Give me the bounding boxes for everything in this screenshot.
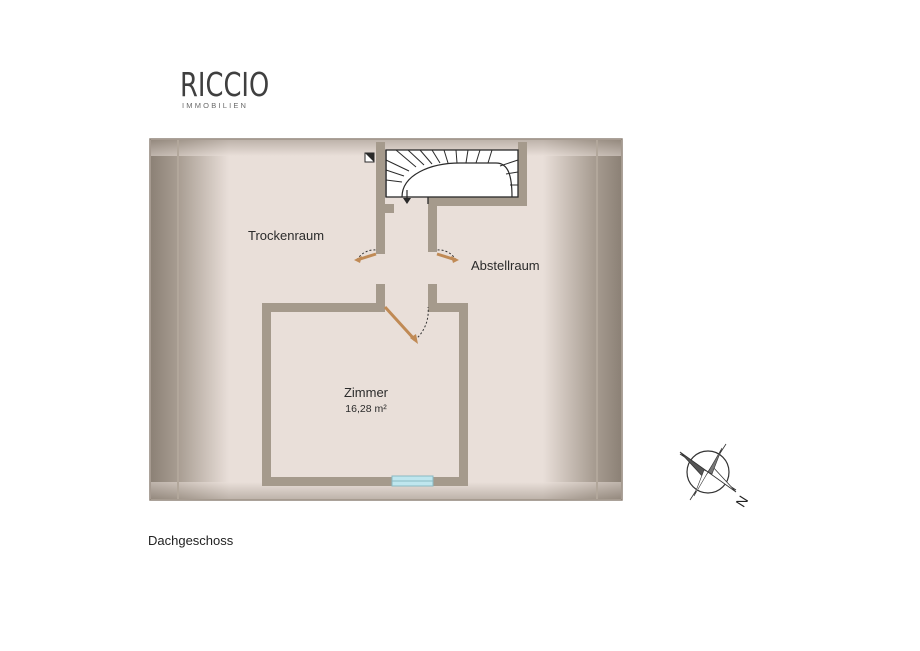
floor-caption: Dachgeschoss	[148, 533, 234, 548]
door-zimmer	[383, 305, 429, 344]
zimmer-wall-right	[459, 303, 468, 479]
compass-north-label: N	[732, 493, 751, 510]
brand-subtitle: IMMOBILIEN	[182, 101, 249, 110]
room-label-zimmer: Zimmer	[344, 385, 389, 400]
zimmer-wall-left	[262, 303, 271, 479]
roof-slope-right	[543, 140, 621, 499]
stair-wall-left	[376, 142, 385, 212]
room-label-abstellraum: Abstellraum	[471, 258, 540, 273]
brand-name: RICCIO	[180, 65, 270, 104]
room-label-trockenraum: Trockenraum	[248, 228, 324, 243]
hall-wall-right-lower	[428, 284, 437, 304]
hall-wall-left-upper	[376, 212, 385, 254]
compass-icon: N	[679, 443, 751, 510]
roof-slope-left	[151, 140, 229, 499]
stair-wall-right	[518, 142, 527, 205]
room-area-zimmer: 16,28 m²	[345, 403, 387, 415]
zimmer-wall-bottom	[262, 477, 468, 486]
brand-logo: RICCIO IMMOBILIEN	[180, 65, 280, 111]
shaft-marker	[364, 152, 375, 163]
roof-slope-bottom	[151, 482, 621, 499]
hall-wall-left-lower	[376, 284, 385, 304]
staircase	[385, 149, 519, 204]
stair-wall-inner	[376, 204, 394, 213]
hall-wall-right-upper	[428, 206, 437, 252]
zimmer-wall-top-right	[428, 303, 468, 312]
door-abstellraum	[436, 249, 459, 263]
door-trockenraum	[354, 249, 377, 263]
stair-wall-bottom	[428, 197, 527, 206]
zimmer-wall-top-left	[262, 303, 385, 312]
